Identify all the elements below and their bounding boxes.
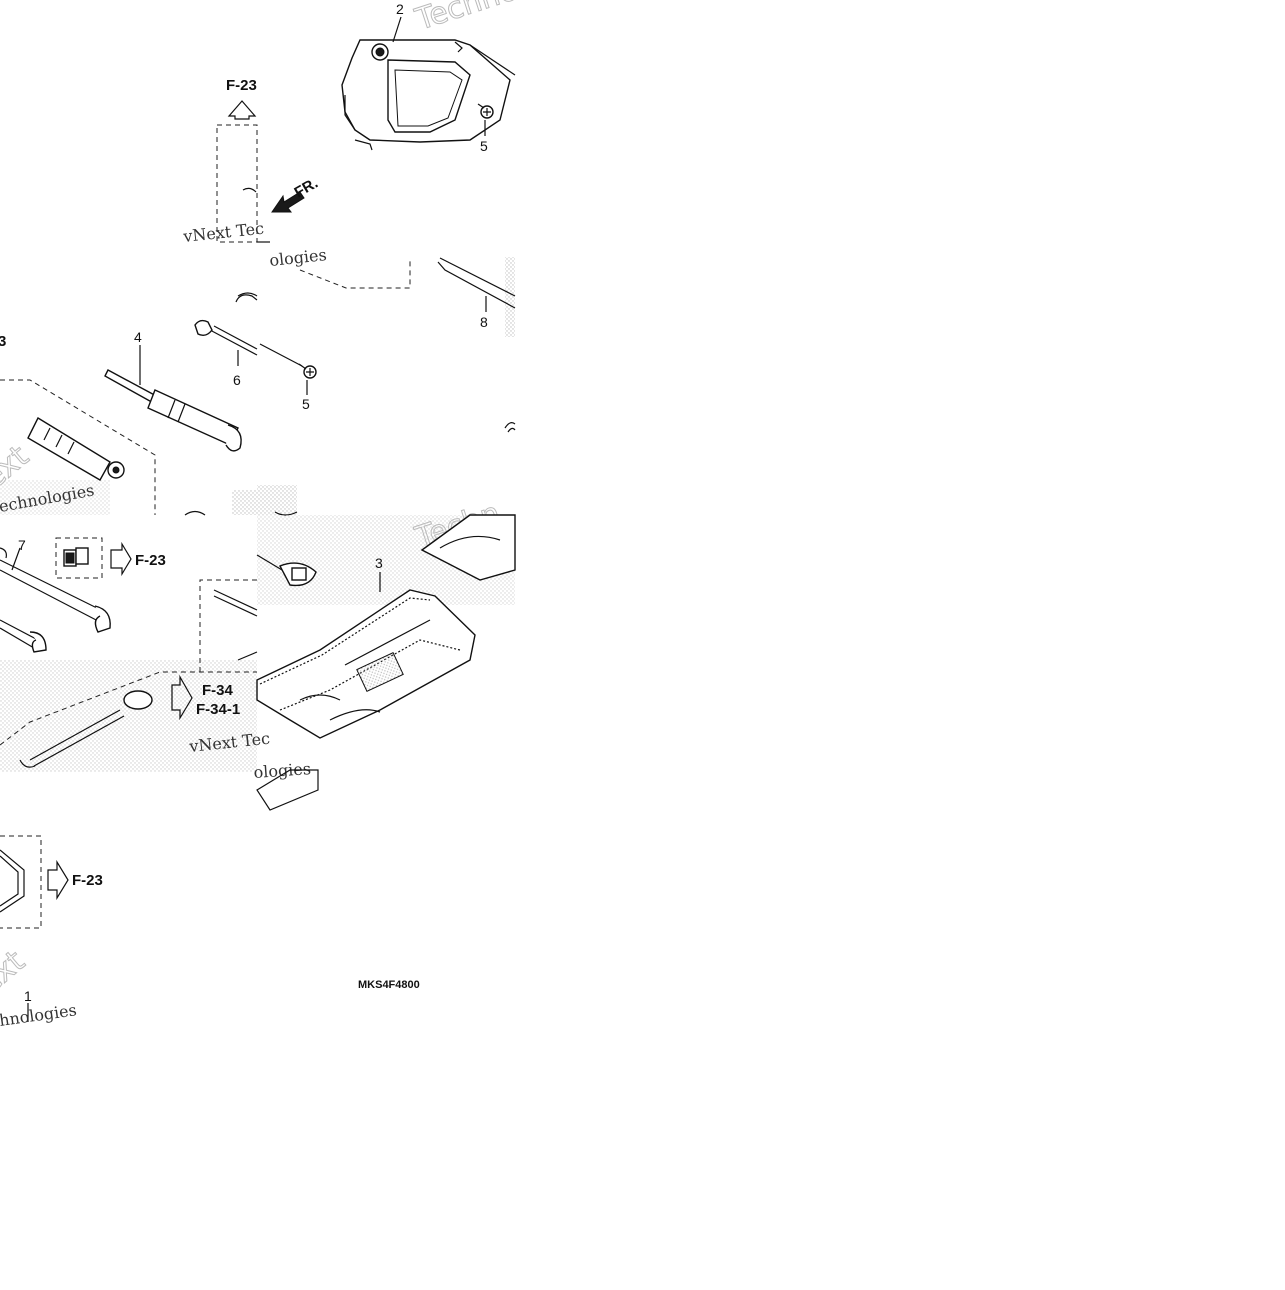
socket-wrench-4	[104, 369, 242, 452]
detail-frame	[0, 379, 156, 515]
tile-lower-right: Techn 3 ologies	[253, 495, 516, 782]
tile-bottom: F-23 ext 1 hnologies MKS4F4800	[0, 769, 420, 1030]
ref-f23-mid: F-23	[135, 552, 166, 569]
front-direction-arrow-icon	[271, 191, 305, 213]
combination-wrench-7	[0, 547, 111, 653]
tie-rod-tool	[19, 690, 153, 768]
right-arrow-icon	[47, 859, 69, 901]
manual-sheet	[420, 514, 516, 581]
callout-4: 4	[134, 329, 142, 345]
detail-frame	[0, 835, 42, 929]
detail-frame	[299, 258, 411, 289]
spanner-6	[194, 294, 258, 356]
detail-frame	[55, 537, 103, 579]
callout-5a: 5	[480, 138, 488, 154]
callout-7: 7	[18, 537, 26, 553]
detail-frame	[199, 579, 257, 672]
callout-3: 3	[375, 555, 383, 571]
callout-5b: 5	[302, 396, 310, 412]
callout-8: 8	[480, 314, 488, 330]
screwdriver-handle	[27, 417, 125, 481]
right-arrow-icon	[171, 674, 193, 721]
callout-2: 2	[396, 1, 404, 17]
tool-handle-8	[437, 261, 516, 309]
tool-bag-3	[256, 589, 476, 739]
detail-frame	[216, 124, 258, 243]
leader-line	[392, 16, 402, 43]
watermark-text: hnologies	[0, 1000, 78, 1030]
watermark-text: ologies	[268, 245, 327, 270]
tile-middle-left: 3 6 4 ext echnologies	[0, 294, 258, 516]
part-fragment	[242, 187, 257, 193]
screw-5-top	[477, 103, 494, 119]
tile-lower-left: 7 F-23 F-34 F-34-1 vNext Tec	[0, 537, 271, 772]
diagram-code: MKS4F4800	[358, 979, 420, 991]
tool-box-cover	[341, 39, 511, 151]
tile-middle-right: ologies 8 5	[237, 245, 516, 516]
clip-part	[63, 547, 89, 567]
tile-top-right: Techno 2 5 FR.	[257, 0, 522, 243]
spark-plug-tool	[0, 849, 25, 913]
ref-f23-bottom: F-23	[72, 872, 103, 889]
up-arrow-icon	[227, 100, 257, 120]
screw-5-middle	[259, 343, 317, 379]
manual-sheet-corner	[256, 769, 319, 811]
ref-f23-top: F-23	[226, 77, 257, 94]
right-arrow-icon	[110, 541, 132, 577]
ref-f34-1: F-34-1	[196, 701, 240, 718]
watermark-text: Techno	[411, 0, 522, 38]
leader-line	[11, 547, 21, 571]
tile-top-left: F-23 vNext Tec	[181, 77, 264, 246]
ref-f34: F-34	[202, 682, 234, 699]
leader-line	[469, 44, 516, 76]
detail-frame	[0, 671, 257, 746]
watermark-text: ologies	[253, 759, 312, 782]
ref-edge-3: 3	[0, 333, 6, 350]
callout-1: 1	[24, 988, 32, 1004]
callout-6: 6	[233, 372, 241, 388]
